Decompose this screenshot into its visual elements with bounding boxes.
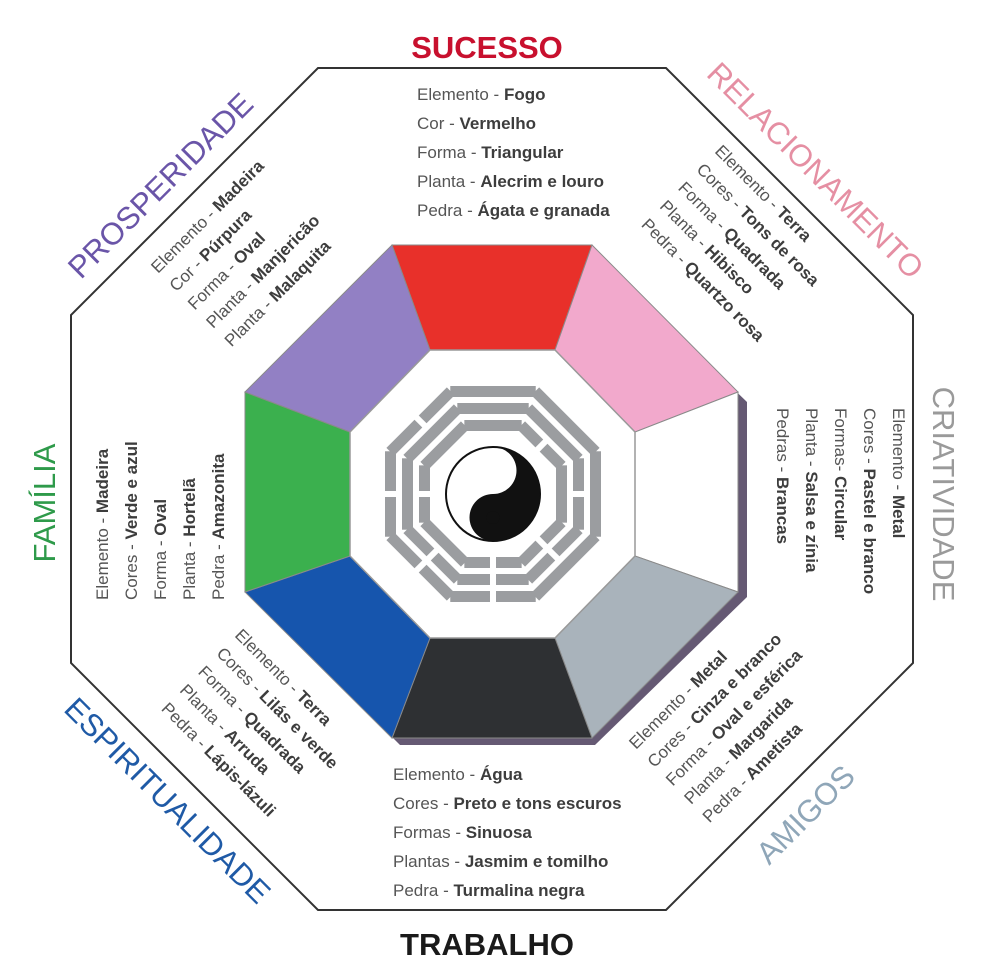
title-sucesso: SUCESSO [411, 30, 563, 65]
trigram-line-broken [573, 497, 584, 530]
svg-text:Plantas - Jasmim e tomilho: Plantas - Jasmim e tomilho [393, 852, 608, 871]
trigram-line-solid [590, 451, 601, 537]
trigram-line-broken [386, 532, 423, 569]
trigram-line-solid [420, 518, 469, 567]
outer-octagon [70, 67, 914, 911]
trigram-line-broken [457, 574, 490, 585]
svg-text:Elemento - Metal: Elemento - Metal [889, 408, 908, 538]
title-criatividade: CRIATIVIDADE [926, 387, 961, 602]
trigram-line-solid [531, 532, 600, 601]
trigram-line-solid [403, 404, 462, 463]
segments [244, 244, 739, 739]
title-trabalho: TRABALHO [400, 927, 574, 962]
trigram-line-solid [464, 420, 522, 431]
svg-text:Planta - Hortelã: Planta - Hortelã [180, 478, 199, 600]
info-sucesso: Elemento - Fogo Cor - Vermelho Forma - T… [417, 85, 610, 220]
trigram-icon [450, 386, 536, 431]
info-trabalho: Elemento - Água Cores - Preto e tons esc… [393, 765, 622, 900]
svg-text:Cor - Vermelho: Cor - Vermelho [417, 114, 536, 133]
trigram-line-solid [450, 386, 536, 397]
svg-text:Cores - Pastel e branco: Cores - Pastel e branco [860, 408, 879, 594]
trigram-icon [517, 387, 600, 470]
trigram-line-broken [464, 557, 490, 568]
trigram-line-broken [524, 552, 556, 584]
trigram-icon [517, 518, 600, 601]
trigram-line-broken [450, 591, 490, 602]
yin-yang-icon [445, 446, 541, 542]
trigram-line-broken [539, 443, 566, 470]
trigram-line-broken [551, 525, 583, 557]
trigram-line-broken [403, 525, 435, 557]
trigram-line-broken [418, 387, 455, 424]
svg-text:Formas- Circular: Formas- Circular [831, 408, 850, 541]
svg-text:Cores - Verde e azul: Cores - Verde e azul [122, 441, 141, 600]
trigram-icon [386, 387, 469, 470]
trigram-line-solid [420, 421, 469, 470]
trigram-line-solid [524, 404, 583, 463]
trigram-line-solid [402, 458, 413, 530]
trigram-line-broken [496, 591, 536, 602]
svg-text:Pedra - Amazonita: Pedra - Amazonita [209, 453, 228, 600]
trigram-line-broken [496, 557, 522, 568]
svg-text:Forma - Triangular: Forma - Triangular [417, 143, 564, 162]
svg-text:Pedra - Ágata e granada: Pedra - Ágata e granada [417, 201, 610, 220]
svg-text:Formas - Sinuosa: Formas - Sinuosa [393, 823, 532, 842]
svg-text:Pedras - Brancas: Pedras - Brancas [773, 408, 792, 544]
trigram-line-broken [430, 552, 462, 584]
svg-text:Planta - Alecrim e louro: Planta - Alecrim e louro [417, 172, 604, 191]
trigram-line-solid [531, 387, 600, 456]
info-familia: Elemento - Madeira Cores - Verde e azul … [93, 441, 228, 600]
trigram-line-broken [419, 465, 430, 491]
trigram-icon [385, 451, 430, 537]
info-criatividade: Elemento - Metal Cores - Pastel e branco… [773, 408, 908, 594]
svg-text:Pedra - Turmalina negra: Pedra - Turmalina negra [393, 881, 585, 900]
svg-text:Forma - Oval: Forma - Oval [151, 499, 170, 600]
svg-text:Elemento - Água: Elemento - Água [393, 765, 523, 784]
trigram-line-broken [517, 540, 544, 567]
trigram-line-broken [517, 421, 544, 448]
trigram-line-broken [418, 564, 455, 601]
trigram-line-broken [539, 518, 566, 545]
trigram-line-broken [573, 458, 584, 491]
svg-text:Elemento - Fogo: Elemento - Fogo [417, 85, 545, 104]
trigrams [385, 386, 601, 602]
svg-text:Cores - Preto e tons escuros: Cores - Preto e tons escuros [393, 794, 622, 813]
trigram-icon [450, 557, 536, 602]
trigram-line-solid [556, 465, 567, 523]
trigram-line-broken [385, 451, 396, 491]
trigram-line-broken [496, 574, 529, 585]
title-familia: FAMÍLIA [27, 443, 62, 562]
trigram-line-broken [419, 497, 430, 523]
trigram-icon [386, 518, 469, 601]
trigram-line-broken [385, 497, 396, 537]
trigram-icon [556, 451, 601, 537]
trigram-line-solid [457, 403, 529, 414]
title-amigos: AMIGOS [749, 758, 861, 870]
svg-text:Planta - Salsa e zínia: Planta - Salsa e zínia [802, 408, 821, 573]
trigram-line-broken [386, 419, 423, 456]
svg-text:Elemento - Madeira: Elemento - Madeira [93, 448, 112, 600]
